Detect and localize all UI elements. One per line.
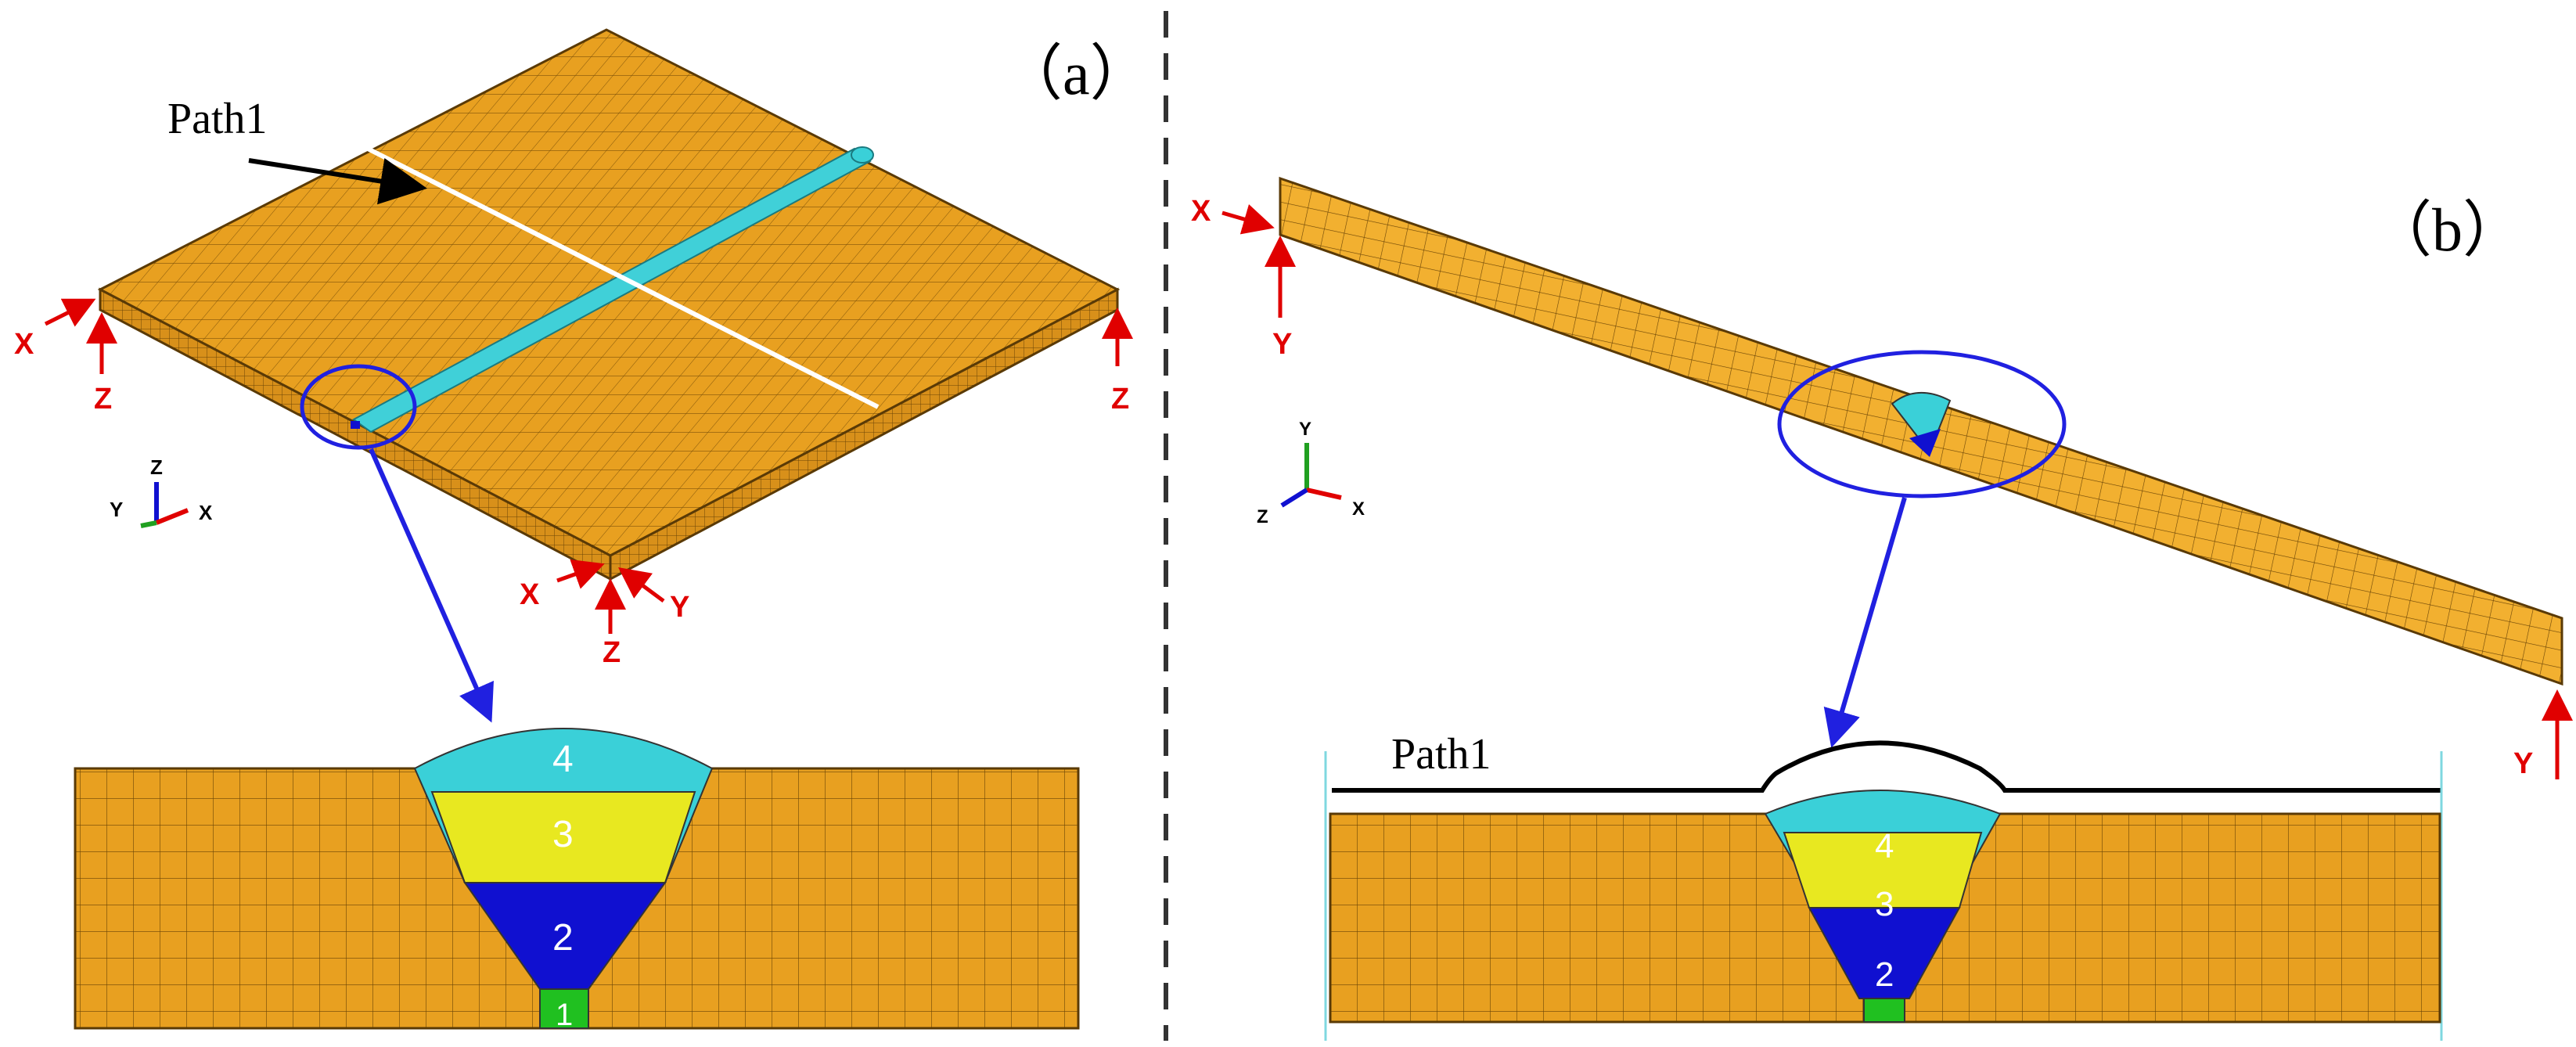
weld-bead-b bbox=[1891, 392, 1952, 455]
plate-3d bbox=[97, 28, 1121, 581]
triad-y-label: Y bbox=[110, 498, 123, 521]
cross-section-a: 4 3 2 1 bbox=[74, 728, 1080, 1032]
bc-y-front-arrow bbox=[617, 567, 665, 603]
bc-z-right-label: Z bbox=[1111, 383, 1129, 416]
weld-root-marker bbox=[351, 421, 360, 429]
bc-x-left-arrow-b bbox=[1221, 204, 1275, 235]
triad-x-axis bbox=[155, 508, 189, 525]
zoom-arrow-a bbox=[369, 448, 494, 723]
zoom-circle-b bbox=[1777, 350, 2067, 498]
path1-label-b: Path1 bbox=[1391, 730, 1491, 779]
zoom-circle-a bbox=[300, 364, 417, 450]
pass-2-label-b: 2 bbox=[1875, 955, 1894, 994]
path1-line bbox=[366, 146, 880, 409]
triad-y-axis bbox=[140, 520, 157, 528]
bc-y-right-label-b: Y bbox=[2513, 747, 2533, 780]
coordinate-triad-b: Y Z X bbox=[1257, 419, 1365, 527]
pass-1-region-b bbox=[1863, 998, 1905, 1023]
bc-x-front-label: X bbox=[520, 578, 540, 611]
panel-b: （b） X Y Y Y Z X Path1 bbox=[1191, 176, 2573, 1041]
triad-z-axis-b bbox=[1280, 488, 1308, 508]
triad-y-label-b: Y bbox=[1299, 419, 1311, 440]
bc-z-front-label: Z bbox=[603, 636, 621, 669]
triad-x-label-b: X bbox=[1352, 498, 1365, 520]
triad-x-label: X bbox=[199, 501, 213, 524]
bc-x-left-arrow bbox=[44, 298, 96, 327]
bc-x-left-label: X bbox=[14, 328, 34, 361]
pass-3-label-a: 3 bbox=[552, 814, 574, 855]
weld-root-b bbox=[1909, 429, 1941, 457]
pass-4-label-b: 4 bbox=[1875, 827, 1894, 865]
bc-x-front-arrow bbox=[556, 559, 605, 589]
panel-b-label: （b） bbox=[2371, 196, 2524, 264]
pass-2-label-a: 2 bbox=[552, 917, 574, 959]
boundary-conditions-a: X Z Z X Y Z bbox=[14, 298, 1133, 669]
boundary-conditions-b: X Y Y bbox=[1191, 195, 2573, 780]
path1-line-b bbox=[1332, 740, 2441, 793]
cross-section-b: 4 3 2 bbox=[1324, 751, 2443, 1041]
pass-4-label-a: 4 bbox=[552, 739, 574, 780]
pass-3-label-b: 3 bbox=[1875, 885, 1894, 923]
pass-1-label-a: 1 bbox=[556, 998, 573, 1032]
panel-a: （a） Path1 X Z Z X Y bbox=[14, 28, 1151, 1032]
coordinate-triad-a: Z Y X bbox=[110, 455, 213, 528]
weld-bead-end bbox=[851, 146, 874, 164]
pass-2-region-b bbox=[1808, 907, 1961, 999]
zoom-arrow-b bbox=[1823, 497, 1907, 748]
path1-label-a: Path1 bbox=[167, 95, 268, 143]
triad-x-axis-b bbox=[1306, 488, 1342, 500]
triad-z-label: Z bbox=[150, 455, 163, 479]
bc-y-left-label-b: Y bbox=[1272, 328, 1292, 361]
panel-a-label: （a） bbox=[1002, 39, 1151, 107]
path1-arrow-a bbox=[248, 157, 427, 205]
triad-z-label-b: Z bbox=[1257, 506, 1268, 527]
pass-1-region-a bbox=[539, 988, 589, 1029]
bc-x-left-label-b: X bbox=[1191, 195, 1211, 228]
bc-z-left-label: Z bbox=[94, 383, 112, 416]
bc-y-front-label: Y bbox=[670, 591, 689, 624]
